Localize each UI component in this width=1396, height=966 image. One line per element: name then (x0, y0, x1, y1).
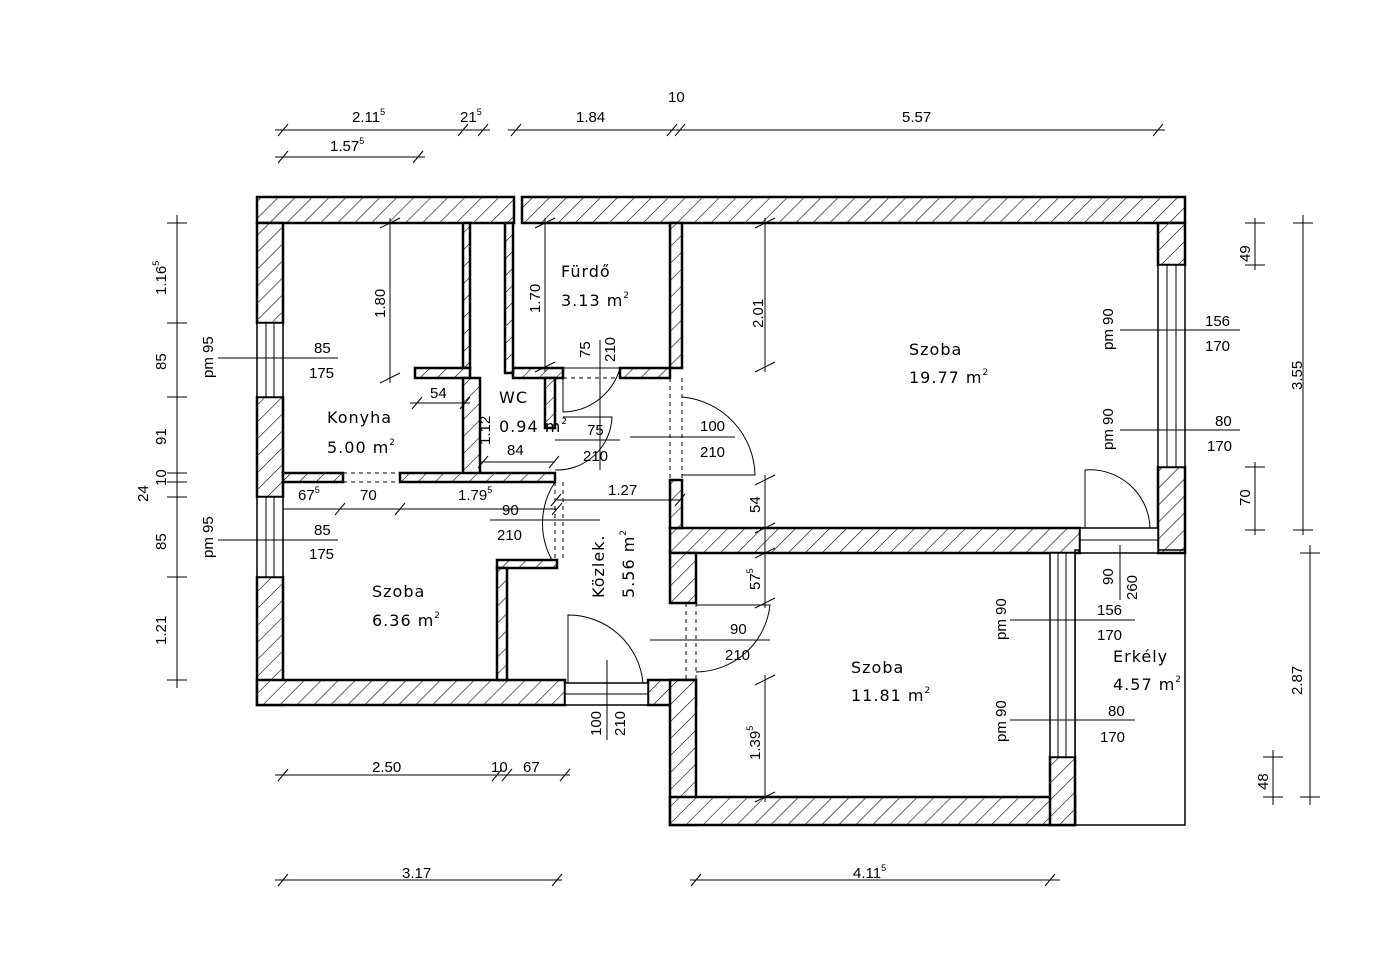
win-big1-pm: pm 90 (1100, 308, 1117, 350)
dim-left-b: 85 (153, 353, 170, 370)
dim-top-e: 5.57 (902, 109, 931, 126)
door-entry-w: 100 (588, 711, 605, 736)
room-kozlek-area: 5.56 m2 (619, 529, 638, 598)
dim-right-e: 48 (1255, 773, 1272, 790)
walls (255, 195, 1187, 827)
dim-inner-112: 1.12 (477, 416, 494, 445)
room-szoba-mid-area: 11.81 m2 (851, 686, 931, 705)
dim-inner-180: 1.80 (372, 289, 389, 318)
win-kitchen-h: 175 (309, 365, 334, 382)
dim-inner-201: 2.01 (750, 299, 767, 328)
doors (343, 367, 1151, 684)
room-furdo-area: 3.13 m2 (561, 291, 630, 310)
dim-top-c: 1.84 (576, 109, 605, 126)
win-big1-w: 156 (1205, 313, 1230, 330)
door-entry-h: 210 (612, 711, 629, 736)
dimension-texts: 2.115 215 1.84 10 5.57 1.575 1.165 85 91… (135, 89, 1306, 882)
room-wc-area: 0.94 m2 (499, 417, 568, 436)
dim-bottom-b: 10 (491, 759, 508, 776)
dim-inner-84: 84 (507, 442, 524, 459)
dim-inner-67: 675 (298, 485, 320, 504)
dim-right-a: 49 (1237, 245, 1254, 262)
dim-inner-54v: 54 (747, 496, 764, 513)
win-big2-h: 170 (1207, 438, 1232, 455)
win-mid2-pm: pm 90 (993, 700, 1010, 742)
room-konyha-area: 5.00 m2 (327, 438, 396, 457)
door-bath-h: 210 (602, 337, 619, 362)
door-bath-w: 75 (577, 341, 594, 358)
dim-left-f: 85 (153, 533, 170, 550)
win-mid2-w: 80 (1108, 703, 1125, 720)
room-erkely-name: Erkély (1113, 647, 1168, 666)
windows (256, 264, 1186, 758)
dim-bottom-e: 4.115 (853, 863, 886, 882)
door-wc-w: 75 (587, 422, 604, 439)
room-labels: Konyha 5.00 m2 Fürdő 3.13 m2 WC 0.94 m2 … (327, 262, 1182, 705)
win-small-pm: pm 95 (200, 516, 217, 558)
dim-right-d: 2.87 (1289, 666, 1306, 695)
dim-inner-170: 1.70 (527, 284, 544, 313)
dimension-lines (167, 123, 1320, 887)
win-kitchen-w: 85 (314, 340, 331, 357)
dim-top-f: 1.575 (330, 136, 364, 155)
dim-left-e: 24 (135, 485, 152, 502)
room-furdo-name: Fürdő (561, 262, 611, 281)
dim-inner-57: 575 (745, 568, 764, 590)
dim-inner-127: 1.27 (608, 482, 637, 499)
dim-top-b: 215 (460, 107, 482, 126)
dim-bottom-a: 2.50 (372, 759, 401, 776)
door-big-w: 100 (700, 418, 725, 435)
win-mid1-w: 156 (1097, 602, 1122, 619)
win-big2-pm: pm 90 (1100, 408, 1117, 450)
dim-left-g: 1.21 (153, 616, 170, 645)
room-konyha-name: Konyha (327, 408, 392, 427)
door-balcony-w: 90 (1100, 568, 1117, 585)
dim-right-b: 3.55 (1289, 361, 1306, 390)
dim-right-c: 70 (1237, 489, 1254, 506)
win-big2-w: 80 (1215, 413, 1232, 430)
room-szoba-small-name: Szoba (372, 582, 425, 601)
room-erkely-area: 4.57 m2 (1113, 675, 1182, 694)
dim-left-c: 91 (153, 428, 170, 445)
dim-inner-70: 70 (360, 487, 377, 504)
door-mid-h: 210 (725, 647, 750, 664)
win-mid2-h: 170 (1100, 729, 1125, 746)
dim-inner-139: 1.395 (745, 726, 764, 760)
room-kozlek-name: Közlek. (589, 534, 608, 598)
dim-inner-54: 54 (430, 385, 447, 402)
room-wc-name: WC (499, 388, 528, 407)
door-balcony-h: 260 (1124, 575, 1141, 600)
win-kitchen-pm: pm 95 (200, 336, 217, 378)
dim-left-a: 1.165 (151, 261, 170, 295)
room-szoba-small-area: 6.36 m2 (372, 611, 441, 630)
win-mid1-h: 170 (1097, 627, 1122, 644)
win-small-h: 175 (309, 546, 334, 563)
dim-top-a: 2.115 (352, 107, 385, 126)
dim-top-d: 10 (668, 89, 685, 106)
dim-bottom-d: 3.17 (402, 865, 431, 882)
door-kozlek-w: 90 (502, 502, 519, 519)
win-mid1-pm: pm 90 (993, 598, 1010, 640)
door-wc-h: 210 (583, 448, 608, 465)
door-mid-w: 90 (730, 621, 747, 638)
win-big1-h: 170 (1205, 338, 1230, 355)
room-szoba-big-name: Szoba (909, 340, 962, 359)
dim-left-d: 10 (153, 469, 170, 486)
room-szoba-mid-name: Szoba (851, 658, 904, 677)
door-big-h: 210 (700, 444, 725, 461)
room-szoba-big-area: 19.77 m2 (909, 368, 989, 387)
dim-bottom-c: 67 (523, 759, 540, 776)
win-small-w: 85 (314, 522, 331, 539)
door-kozlek-h: 210 (497, 527, 522, 544)
dim-inner-179: 1.795 (458, 485, 492, 504)
